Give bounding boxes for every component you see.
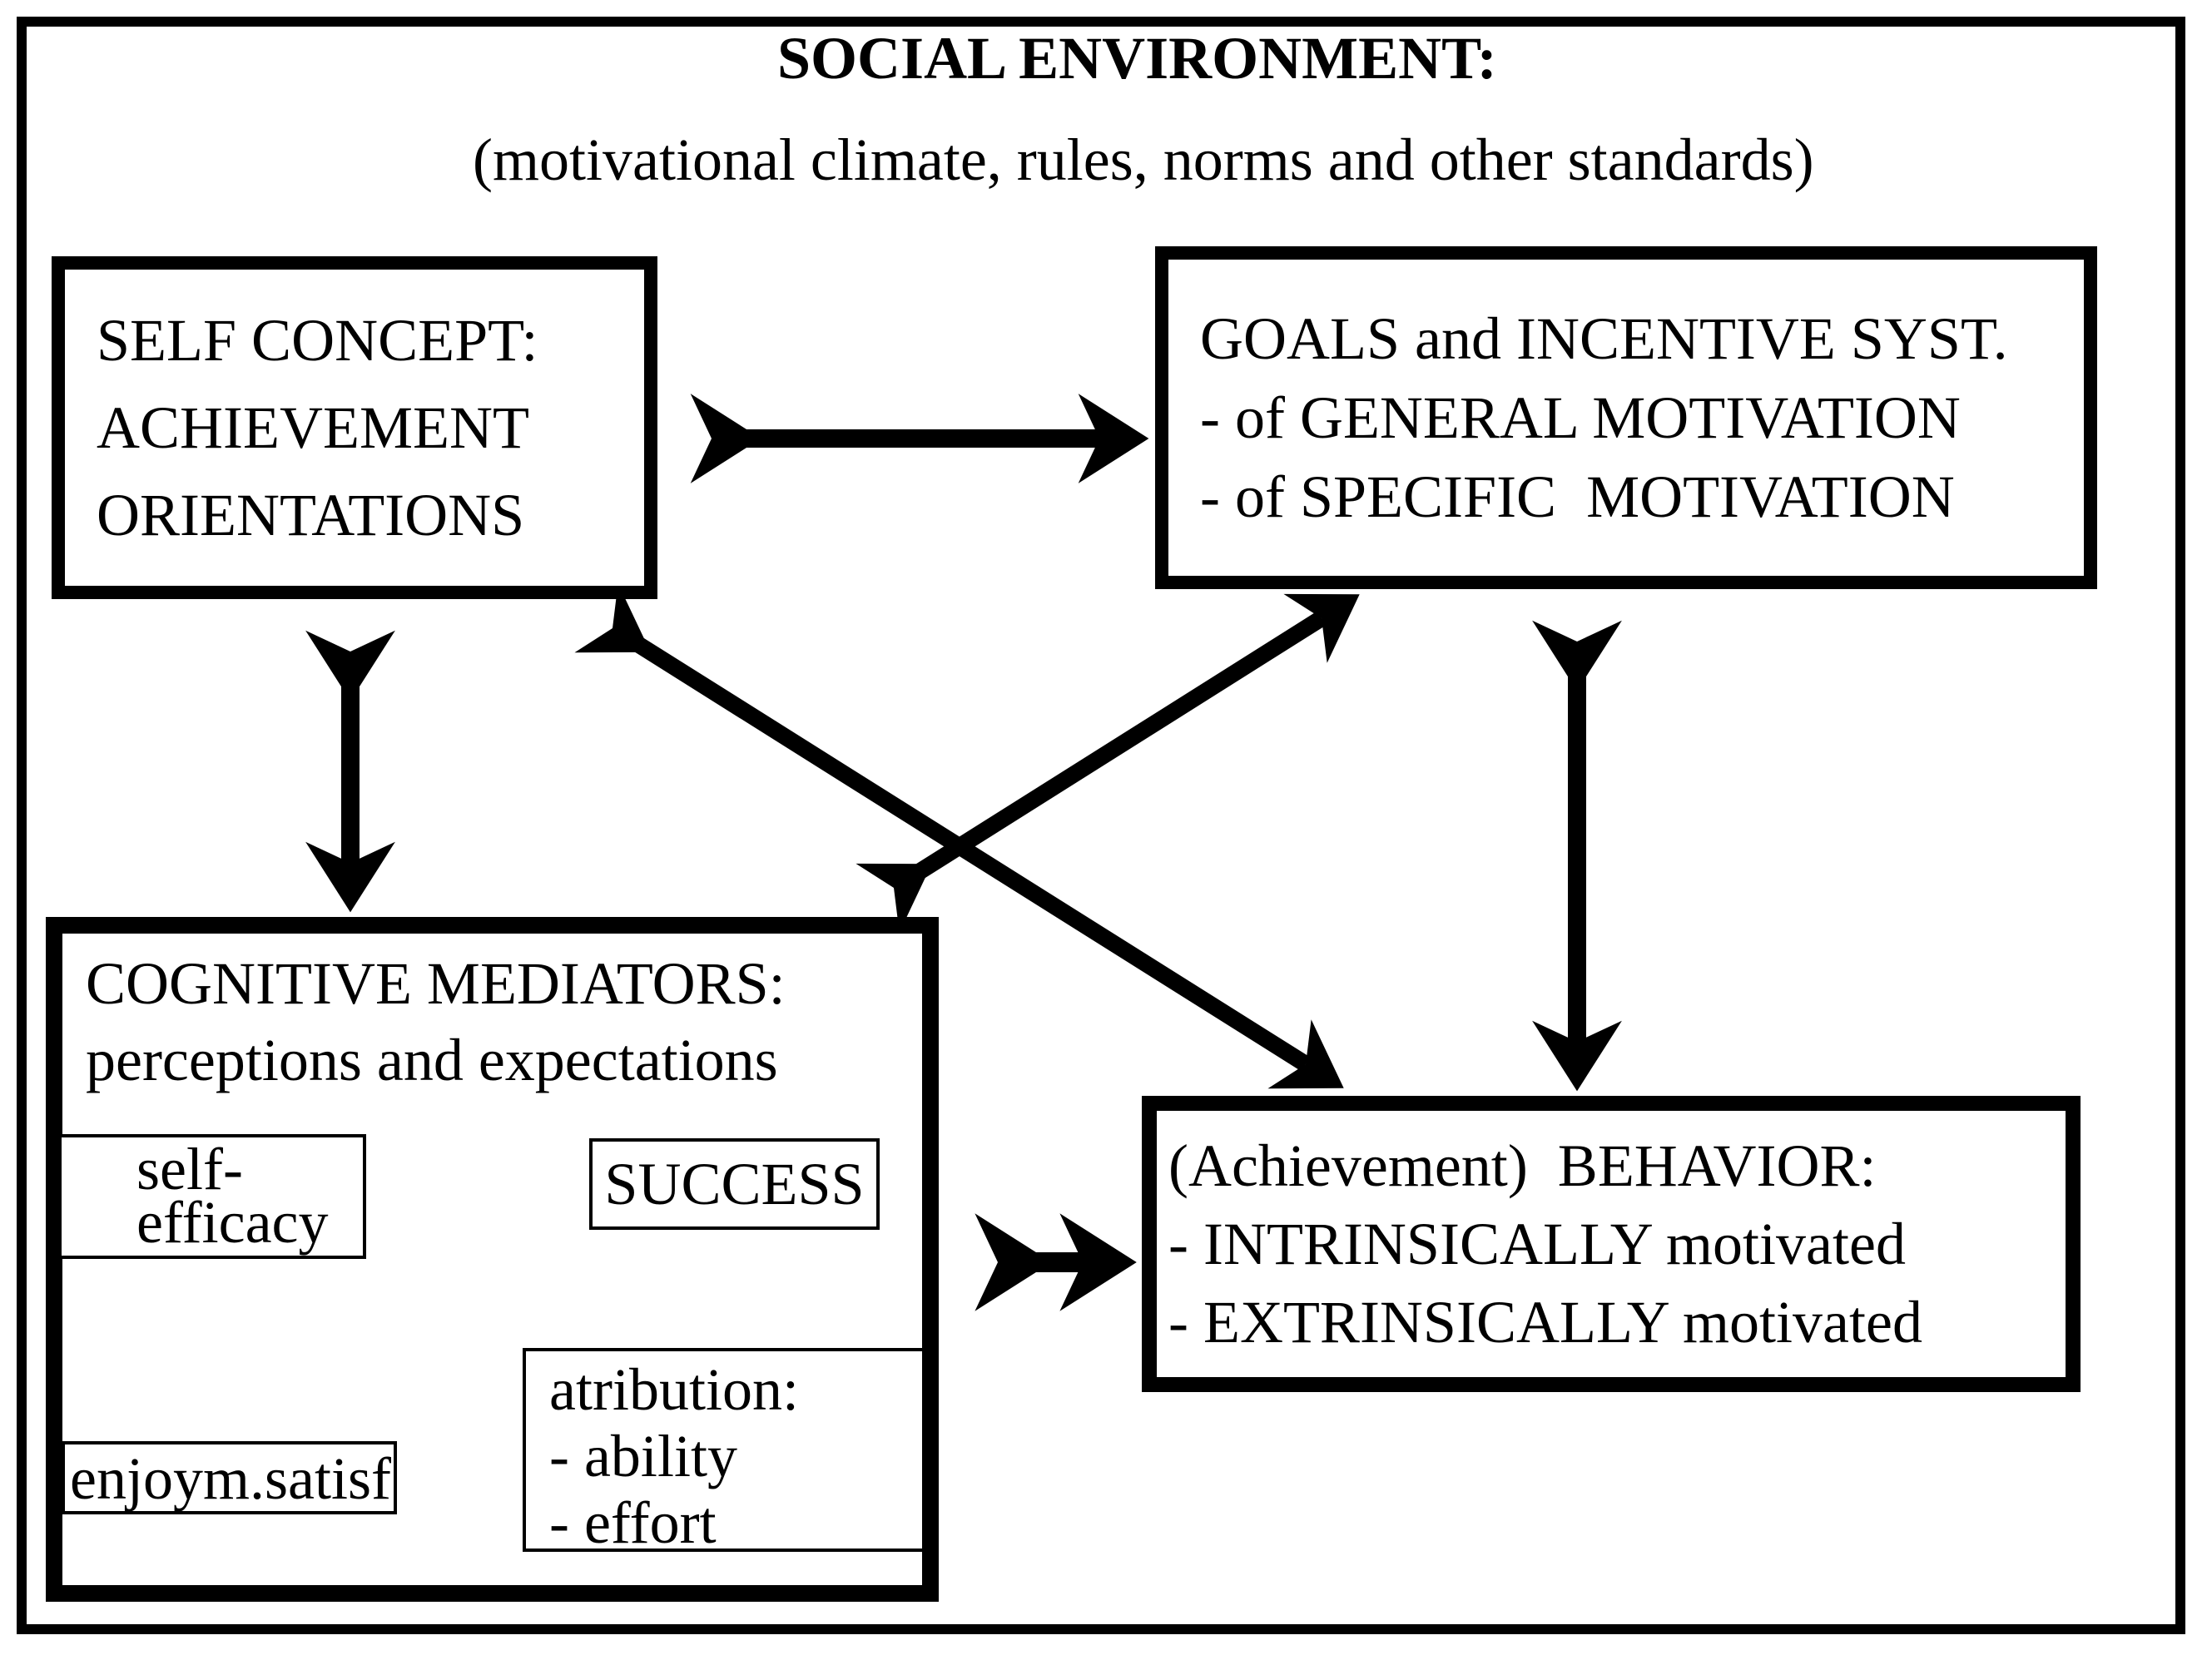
behavior-line: - INTRINSICALLY motivated <box>1168 1211 1906 1277</box>
self-concept-line: ACHIEVEMENT <box>97 394 529 461</box>
self-concept-line: SELF CONCEPT: <box>97 306 538 374</box>
success-label: SUCCESS <box>604 1151 865 1217</box>
atribution-line: - effort <box>549 1489 717 1556</box>
arrow-cognitive-goals-diagonal <box>856 593 1360 933</box>
diagram-title: SOCIAL ENVIRONMENT: <box>777 25 1497 92</box>
self-efficacy-box: self- efficacy <box>58 1134 366 1259</box>
goals-incentive-box: GOALS and INCENTIVE SYST. - of GENERAL M… <box>1155 246 2097 589</box>
self-efficacy-line: self- <box>136 1136 243 1202</box>
goals-line: - of SPECIFIC MOTIVATION <box>1200 463 1955 530</box>
self-concept-box: SELF CONCEPT: ACHIEVEMENT ORIENTATIONS <box>52 256 657 599</box>
achievement-behavior-box: (Achievement) BEHAVIOR: - INTRINSICALLY … <box>1142 1096 2081 1392</box>
enjoyment-label: enjoym.satisf <box>70 1445 391 1512</box>
goals-line: GOALS and INCENTIVE SYST. <box>1200 305 2008 372</box>
cognitive-title: COGNITIVE MEDIATORS: <box>86 950 786 1017</box>
goals-line: - of GENERAL MOTIVATION <box>1200 384 1961 451</box>
self-efficacy-line: efficacy <box>136 1189 329 1256</box>
behavior-line: - EXTRINSICALLY motivated <box>1168 1289 1922 1355</box>
diagram-subtitle: (motivational climate, rules, norms and … <box>473 126 1814 193</box>
atribution-line: - ability <box>549 1423 737 1489</box>
enjoyment-satisfaction-box: enjoym.satisf <box>62 1441 397 1514</box>
behavior-line: (Achievement) BEHAVIOR: <box>1168 1132 1877 1199</box>
atribution-box: atribution: - ability - effort <box>523 1348 925 1556</box>
self-concept-line: ORIENTATIONS <box>97 481 525 548</box>
cognitive-subtitle: perceptions and expectations <box>86 1027 778 1093</box>
success-box: SUCCESS <box>589 1138 880 1230</box>
atribution-line: atribution: <box>549 1356 799 1423</box>
